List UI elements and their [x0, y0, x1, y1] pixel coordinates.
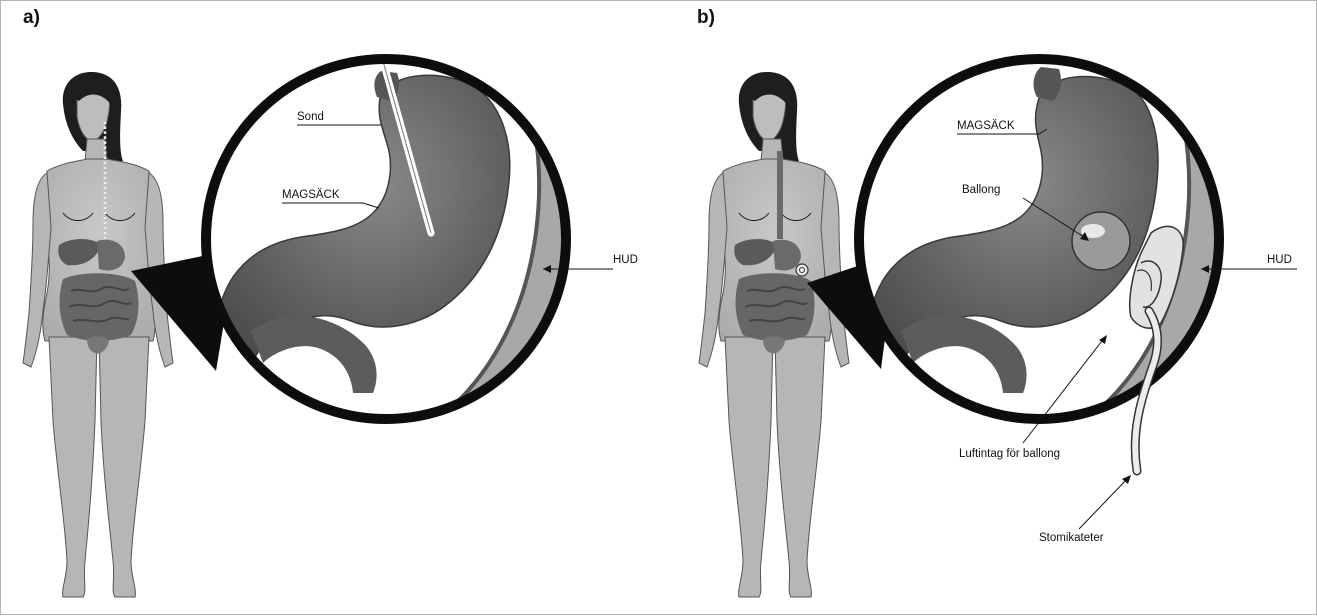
panel-a-label-hud: HUD — [613, 254, 638, 266]
panel-b-body-figure — [699, 72, 849, 597]
label-ballong: Ballong — [962, 184, 1000, 196]
panel-b-letter: b) — [697, 7, 715, 28]
panel-a-letter: a) — [23, 7, 40, 28]
label-luftintag: Luftintag för ballong — [959, 448, 1060, 460]
panel-a-label-magsack: MAGSÄCK — [282, 189, 340, 201]
label-stomikateter: Stomikateter — [1039, 532, 1104, 544]
panel-a-label-sond: Sond — [297, 111, 324, 123]
leader-stomikateter — [1079, 477, 1129, 529]
balloon-shape — [1072, 212, 1130, 270]
panel-b-magnifier — [859, 41, 1261, 431]
panel-b-label-magsack: MAGSÄCK — [957, 120, 1015, 132]
panel-b-label-hud: HUD — [1267, 254, 1292, 266]
panel-a-body-figure — [23, 72, 173, 597]
panel-a-magnifier — [206, 11, 601, 431]
